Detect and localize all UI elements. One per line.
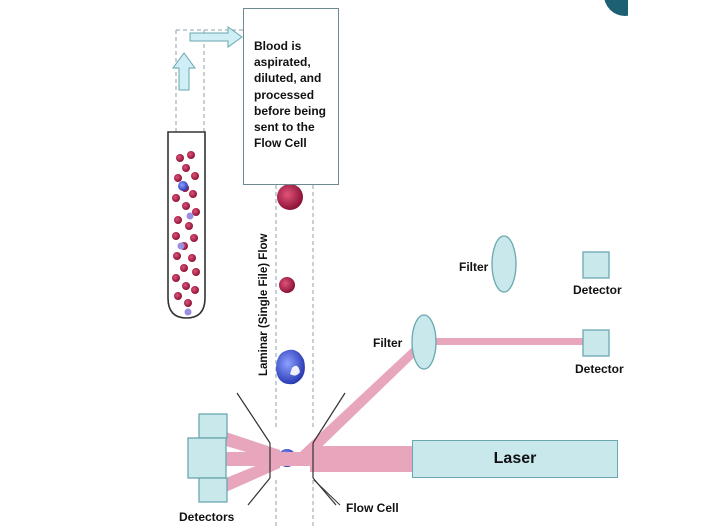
right-margin bbox=[628, 0, 703, 532]
side-scatter-beam bbox=[300, 340, 424, 462]
right-arrow-icon bbox=[189, 26, 243, 48]
detector-upper-label: Detector bbox=[573, 283, 622, 297]
filtered-beam bbox=[424, 338, 584, 345]
flow-cell-pointer bbox=[313, 479, 341, 506]
scatter-beam-up bbox=[226, 432, 280, 462]
laser-label: Laser bbox=[493, 450, 537, 467]
laser-beam bbox=[310, 446, 412, 472]
process-box-text: Blood is aspirated, diluted, and process… bbox=[254, 39, 327, 151]
detectors-label: Detectors bbox=[179, 510, 235, 524]
scatter-beam-down bbox=[226, 456, 280, 492]
filter-lower-label: Filter bbox=[373, 336, 403, 350]
stream-cells bbox=[276, 184, 305, 467]
detectors-left bbox=[187, 413, 228, 503]
laminar-flow-label: Laminar (Single File) Flow bbox=[258, 233, 270, 377]
filter-lower bbox=[411, 314, 437, 370]
flow-cell-label: Flow Cell bbox=[346, 501, 399, 515]
left-margin bbox=[0, 0, 160, 532]
tube-blood-cells bbox=[172, 151, 200, 316]
beam-through-cell bbox=[226, 452, 312, 466]
up-arrow-icon bbox=[172, 52, 196, 91]
filter-upper-label: Filter bbox=[459, 260, 489, 274]
filter-upper bbox=[491, 235, 517, 293]
process-box bbox=[243, 8, 339, 185]
detector-lower bbox=[582, 329, 610, 357]
detector-upper bbox=[582, 251, 610, 279]
laser-box bbox=[412, 440, 618, 478]
detector-lower-label: Detector bbox=[575, 362, 624, 376]
